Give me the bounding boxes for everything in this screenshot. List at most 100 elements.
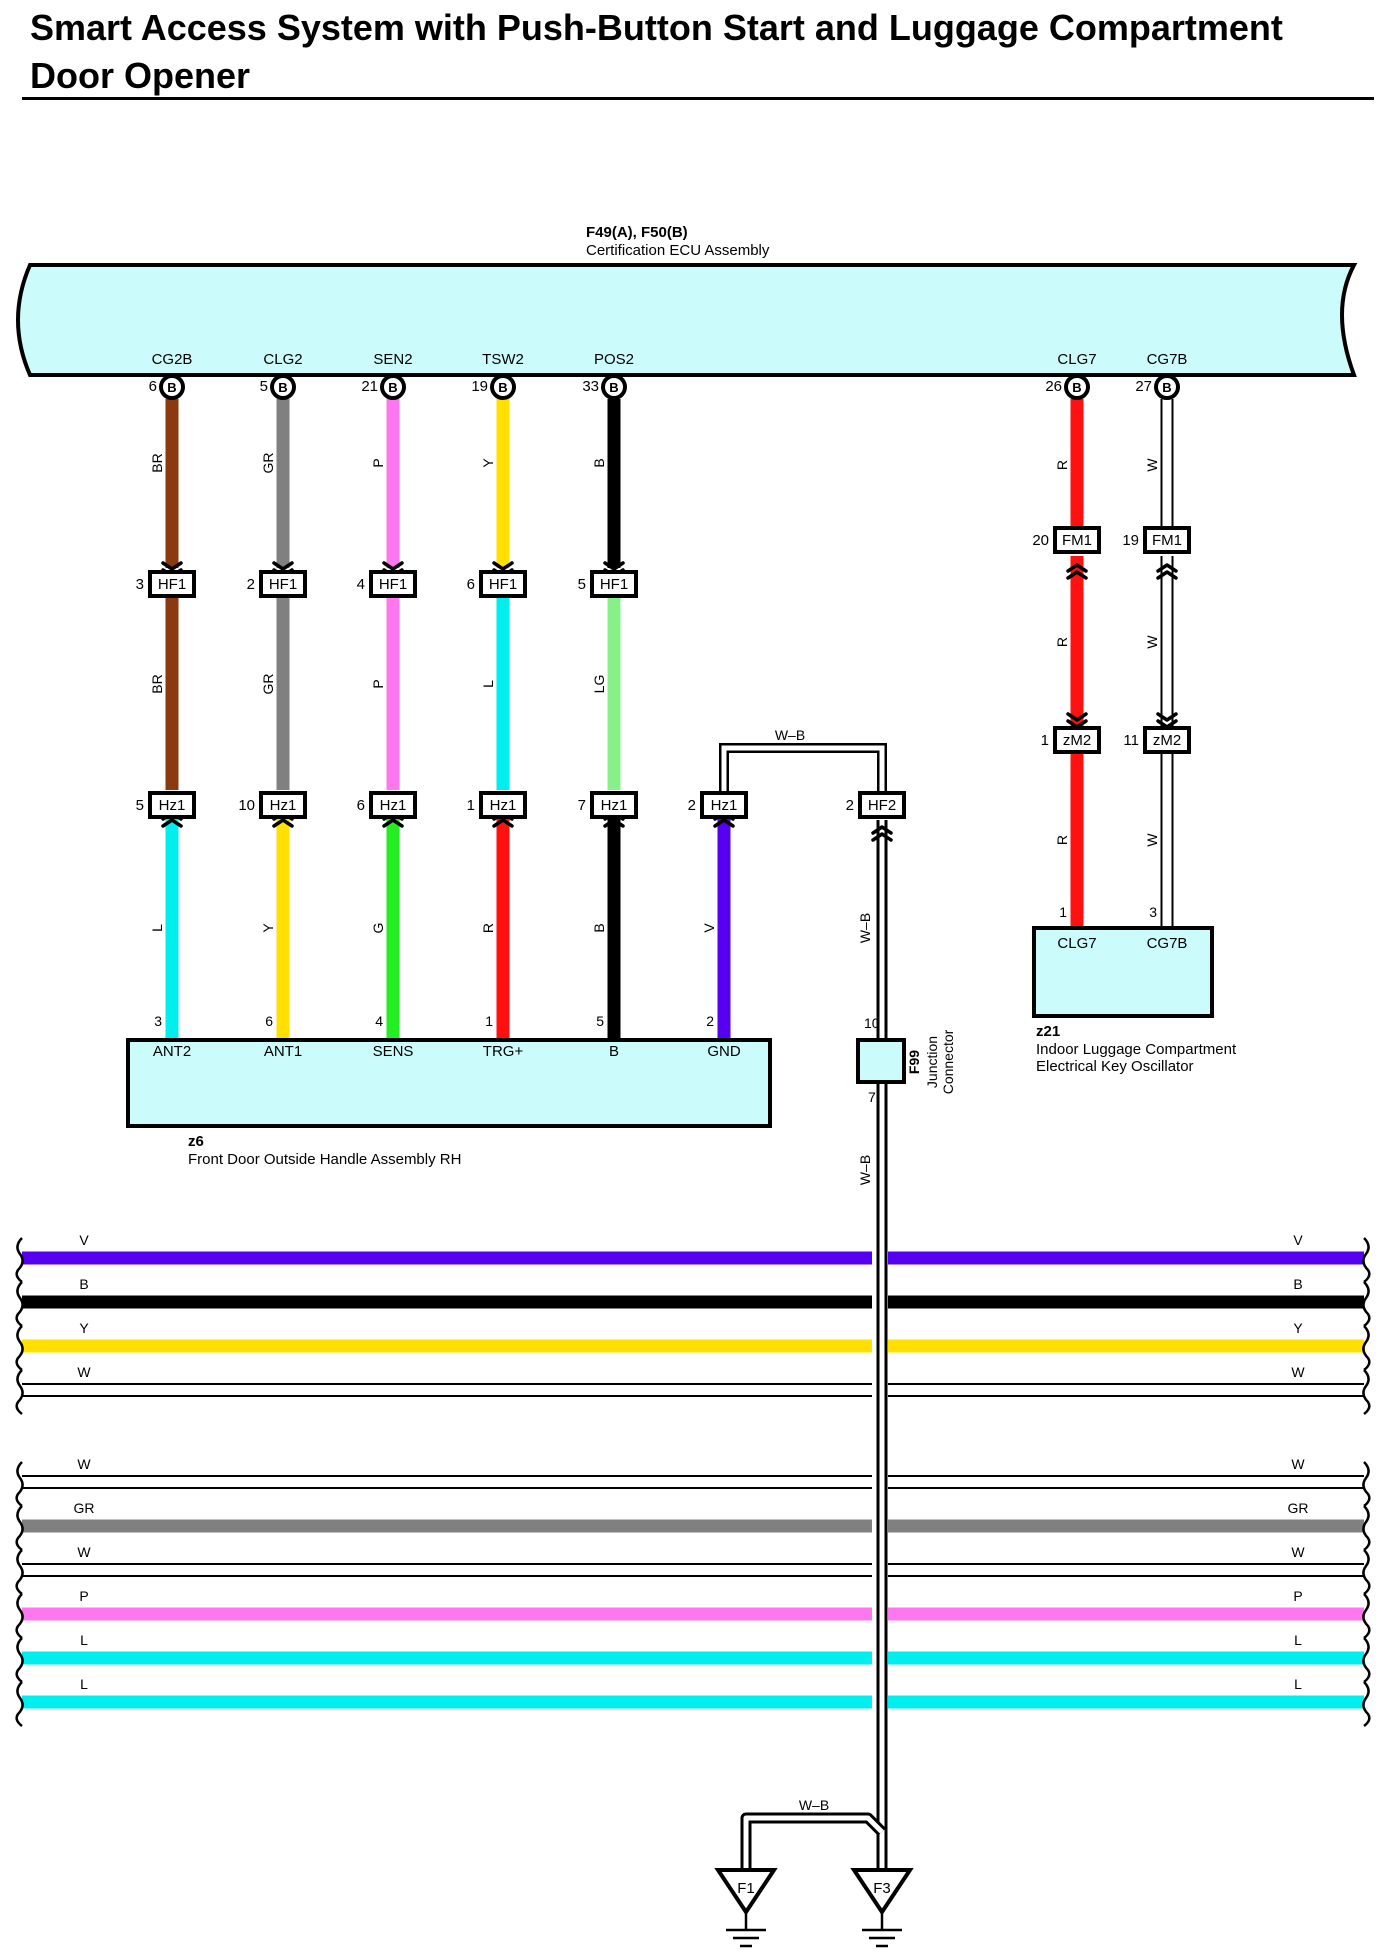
ecu-terminal-pin-0: 6 xyxy=(149,378,157,395)
wb-f1-branch xyxy=(743,1815,884,1870)
wb-bridge-outline xyxy=(719,743,887,793)
ecu-terminal-pin-6: 27 xyxy=(1135,378,1152,395)
ecu-terminal-marker-4 xyxy=(601,374,627,400)
circuit-4-z6-pin: 5 xyxy=(596,1013,604,1029)
harness-a-break-left-1 xyxy=(15,1281,24,1327)
ecu-terminal-pin-3: 19 xyxy=(471,378,488,395)
harness-b-label-right-1: GR xyxy=(1288,1500,1309,1516)
right-circuit-0-mid-color: R xyxy=(1054,637,1070,647)
ground-1-triangle xyxy=(850,1868,914,1916)
circuit-4-hf1-label: HF1 xyxy=(600,576,628,593)
circuit-1-hz1-box xyxy=(259,791,307,819)
z6-module xyxy=(126,1038,772,1128)
z6-terminal-2: SENS xyxy=(373,1043,414,1060)
circuit-0-mid-color: BR xyxy=(149,674,165,693)
z6-terminal-0: ANT2 xyxy=(153,1043,191,1060)
right-circuit-1-zm2-pin: 11 xyxy=(1123,732,1139,749)
circuit-2-z6-pin: 4 xyxy=(375,1013,383,1029)
circuit-1-hf1-box xyxy=(259,570,307,598)
ecu-terminal-label-6: CG7B xyxy=(1147,351,1188,368)
ecu-terminal-marker-text-3: B xyxy=(498,380,507,395)
f99-name-line1: Junction xyxy=(924,1036,940,1088)
circuit-3-hf1-label: HF1 xyxy=(489,576,517,593)
right-circuit-0-lower-color: R xyxy=(1054,835,1070,845)
right-circuit-0-z21-pin: 1 xyxy=(1059,904,1067,920)
harness-bus-lines xyxy=(15,1237,1371,1727)
harness-b-label-left-0: W xyxy=(77,1456,91,1472)
harness-a-break-right-2 xyxy=(1362,1325,1371,1371)
harness-b-label-left-2: W xyxy=(77,1544,91,1560)
gnd-z6-pin: 2 xyxy=(706,1013,714,1029)
hf2-chevron xyxy=(871,832,893,842)
ecu-terminal-pin-1: 5 xyxy=(260,378,268,395)
right-circuit-0-zm2-pin: 1 xyxy=(1041,732,1049,749)
circuit-2-hf1-pin: 4 xyxy=(357,576,365,593)
gnd-hz1-label: Hz1 xyxy=(711,797,738,814)
circuit-2-hf1-box xyxy=(369,570,417,598)
z21-name-line1: Indoor Luggage Compartment xyxy=(1036,1041,1237,1058)
circuit-3-hz1-label: Hz1 xyxy=(490,797,517,814)
right-circuit-1-zm2-chevron xyxy=(1156,712,1178,722)
ground-1-label: F3 xyxy=(873,1880,891,1897)
harness-b-break-left-0 xyxy=(15,1461,24,1507)
circuit-1-upper-color: GR xyxy=(260,453,276,474)
circuit-0-hf1-chevron xyxy=(161,561,183,571)
f99-code: F99 xyxy=(906,1050,922,1074)
circuit-0-hf1-label: HF1 xyxy=(158,576,186,593)
circuit-4-hf1-chevron xyxy=(603,561,625,571)
right-circuit-1-fm1-label: FM1 xyxy=(1152,532,1182,549)
right-circuit-0-fm1-chevron xyxy=(1066,570,1088,580)
circuit-4-upper-color: B xyxy=(591,458,607,467)
circuit-0-hf1-box xyxy=(148,570,196,598)
harness-a-label-left-0: V xyxy=(79,1232,89,1248)
right-circuit-1-upper-color: W xyxy=(1144,458,1160,472)
harness-b-label-right-2: W xyxy=(1291,1544,1305,1560)
ecu-terminal-label-5: CLG7 xyxy=(1057,351,1096,368)
harness-a-break-left-2 xyxy=(15,1325,24,1371)
ecu-terminal-marker-text-5: B xyxy=(1072,380,1081,395)
circuit-3-hf1-pin: 6 xyxy=(467,576,475,593)
z21-terminal-0: CLG7 xyxy=(1057,935,1096,952)
harness-a-label-left-2: Y xyxy=(79,1320,89,1336)
ecu-terminal-marker-3 xyxy=(490,374,516,400)
circuit-0-hz1-label: Hz1 xyxy=(159,797,186,814)
right-circuit-1-fm1-box xyxy=(1143,526,1191,554)
circuit-4-hf1-pin: 5 xyxy=(578,576,586,593)
wb-f1-branch-outline xyxy=(740,1812,886,1870)
right-circuit-0-fm1-box xyxy=(1053,526,1101,554)
right-circuit-0-zm2-box xyxy=(1053,726,1101,754)
right-circuit-1-zm2-label: zM2 xyxy=(1153,732,1181,749)
circuit-1-hf1-pin: 2 xyxy=(247,576,255,593)
harness-b-label-right-3: P xyxy=(1293,1588,1302,1604)
z21-name-line2: Electrical Key Oscillator xyxy=(1036,1058,1194,1075)
ecu-terminal-marker-2 xyxy=(380,374,406,400)
ecu-terminal-marker-text-0: B xyxy=(167,380,176,395)
z21-terminal-1: CG7B xyxy=(1147,935,1188,952)
circuit-4-hz1-label: Hz1 xyxy=(601,797,628,814)
harness-b-break-left-5 xyxy=(15,1681,24,1727)
harness-b-break-right-5 xyxy=(1362,1681,1371,1727)
circuit-1-lower-color: Y xyxy=(260,923,276,933)
circuit-1-mid-color: GR xyxy=(260,674,276,695)
circuit-2-mid-color: P xyxy=(370,679,386,688)
wb-lower-color: W–B xyxy=(857,1155,873,1185)
ecu-terminal-marker-text-1: B xyxy=(278,380,287,395)
circuit-2-hf1-label: HF1 xyxy=(379,576,407,593)
harness-b-label-right-5: L xyxy=(1294,1676,1302,1692)
f99-pin-out: 7 xyxy=(868,1089,876,1105)
right-circuit-1-z21-pin: 3 xyxy=(1149,904,1157,920)
harness-b-label-left-3: P xyxy=(79,1588,88,1604)
ecu-terminal-pin-2: 21 xyxy=(361,378,378,395)
circuit-2-upper-color: P xyxy=(370,458,386,467)
right-circuit-1-fm1-chevron xyxy=(1156,563,1178,573)
circuit-0-lower-color: L xyxy=(149,924,165,932)
hf2-pin: 2 xyxy=(846,797,854,814)
right-circuit-1-zm2-box xyxy=(1143,726,1191,754)
harness-b-break-right-4 xyxy=(1362,1637,1371,1683)
right-circuit-0-fm1-pin: 20 xyxy=(1032,532,1049,549)
circuit-4-hz1-box xyxy=(590,791,638,819)
hf2-label: HF2 xyxy=(868,797,896,814)
harness-a-break-right-1 xyxy=(1362,1281,1371,1327)
